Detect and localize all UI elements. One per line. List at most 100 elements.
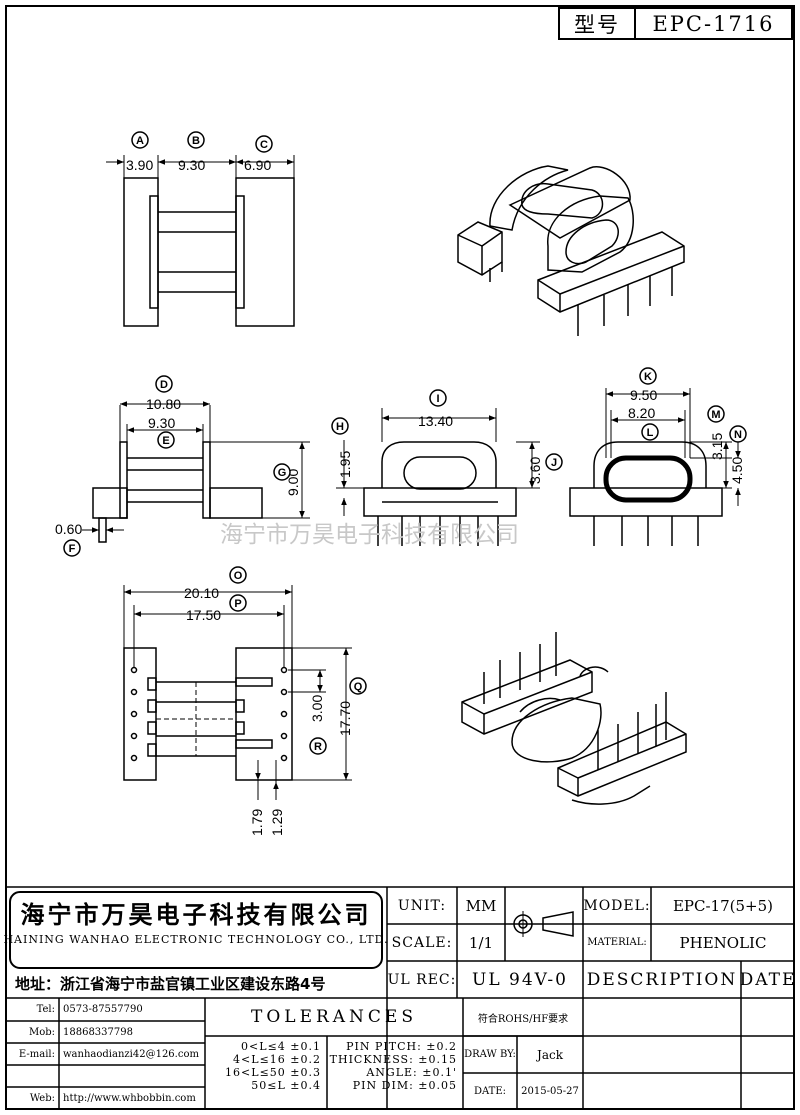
pin-pitch-tolerance: PIN PITCH: ±0.2 [346,1040,457,1053]
model-label: MODEL: [583,897,651,914]
dim-o-value: 20.10 [184,585,219,601]
dim-b-value: 9.30 [178,157,205,173]
ul-rec-label: UL REC: [387,971,457,988]
date-header: DATE [739,969,797,990]
scale-label: SCALE: [391,934,453,951]
callout-letter-m: M [711,409,720,421]
callout-letter-j: J [551,457,557,469]
callout-letter-g: G [278,467,287,479]
callout-circle-p [229,594,247,612]
dim-s-value: 1.79 [249,809,265,836]
side-view [82,401,310,543]
callout-letter-n: N [734,429,742,441]
dim-p-value: 17.50 [186,607,221,623]
unit-label: UNIT: [397,897,447,914]
isometric-view-bottom [461,632,687,805]
callout-circle-f [63,539,81,557]
email-value: wanhaodianzi42@126.com [63,1048,199,1060]
tolerance-range-1: 0<L≤4 ±0.1 [241,1040,321,1053]
callout-letter-p: P [234,598,241,610]
callout-letter-c: C [260,139,268,151]
callout-circle-j [545,453,563,471]
callout-circle-h [331,417,349,435]
model-number-value: EPC-1716 [652,11,775,36]
draw-by-value: Jack [537,1047,563,1062]
model-value: EPC-17(5+5) [672,896,774,915]
callout-letter-q: Q [354,681,363,693]
callout-letter-e: E [162,435,169,447]
isometric-view-top [457,165,685,336]
callout-circle-q [349,677,367,695]
dim-i-value: 13.40 [418,413,453,429]
callout-circle-c [255,135,273,153]
callout-circle-b [187,131,205,149]
title-block: 海宁市万昊电子科技有限公司 HAINING WANHAO ELECTRONIC … [3,886,797,1110]
dim-m-value: 3.15 [709,433,725,460]
tolerance-range-3: 16<L≤50 ±0.3 [225,1066,321,1079]
tolerance-range-2: 4<L≤16 ±0.2 [233,1053,321,1066]
pin-dim-tolerance: PIN DIM: ±0.05 [352,1079,457,1092]
company-address: 地址：浙江省海宁市盐官镇工业区建设东路4号 [15,974,326,993]
callout-letter-l: L [647,427,654,439]
dim-a-value: 3.90 [126,157,153,173]
callout-circle-l [641,423,659,441]
callout-circle-m [707,405,725,423]
dim-k-value: 9.50 [630,387,657,403]
callout-circle-r [309,737,327,755]
material-label: MATERIAL: [587,937,647,948]
angle-tolerance: ANGLE: ±0.1' [366,1066,457,1079]
dim-t-value: 1.29 [269,809,285,836]
company-name-en: HAINING WANHAO ELECTRONIC TECHNOLOGY CO.… [3,932,389,946]
callout-circle-n [729,425,747,443]
callout-letter-d: D [160,379,168,391]
mob-value: 18868337798 [63,1026,133,1038]
callout-letter-a: A [136,135,144,147]
dim-d-value: 10.80 [146,396,181,412]
dim-n-value: 4.50 [729,457,745,484]
front-view [336,408,540,546]
web-label: Web: [29,1093,55,1104]
callout-circle-o [229,566,247,584]
technical-drawing: 3.90 9.30 6.90 10.80 9.30 0.60 9.00 1.95… [55,131,747,836]
dim-q-value: 17.70 [337,701,353,736]
draw-by-label: DRAW BY: [464,1049,516,1060]
dim-c-value: 6.90 [244,157,271,173]
callout-circle-k [639,367,657,385]
tel-label: Tel: [36,1004,55,1015]
projection-symbol-icon [509,911,577,937]
tel-value: 0573-87557790 [63,1004,143,1015]
model-number-label: 型号 [560,9,636,38]
callout-letter-f: F [69,543,76,555]
callout-letter-h: H [336,421,344,433]
callout-circle-g [273,463,291,481]
email-label: E-mail: [18,1048,55,1060]
description-header: DESCRIPTION [586,969,738,990]
callout-circle-i [429,389,447,407]
company-name-cn: 海宁市万昊电子科技有限公司 [20,900,372,929]
callout-letter-i: I [436,393,439,405]
rohs-note: 符合ROHS/HF要求 [477,1013,569,1025]
title-block-grid [5,886,795,1110]
dim-j-value: 3.60 [527,457,543,484]
model-number-box: 型号 EPC-1716 [558,7,793,40]
end-view [569,388,741,546]
date-value: 2015-05-27 [521,1086,579,1097]
drawing-frame [5,5,795,1110]
top-view [106,155,295,327]
callout-circle-e [157,431,175,449]
bottom-view [123,585,352,800]
callout-letter-k: K [644,371,652,383]
ul-rec-value: UL 94V-0 [472,969,568,990]
web-value: http://www.whbobbin.com [63,1093,196,1104]
dim-h-value: 1.95 [337,451,353,478]
callout-letter-b: B [192,135,200,147]
tolerances-title: TOLERANCES [251,1007,417,1027]
callout-letter-r: R [314,741,322,753]
watermark: 海宁市万昊电子科技有限公司 [220,522,519,548]
unit-value: MM [465,896,497,915]
thickness-tolerance: THICKNESS: ±0.15 [329,1053,457,1066]
callout-circle-d [155,375,173,393]
dim-l-value: 8.20 [628,405,655,421]
material-value: PHENOLIC [679,933,767,952]
